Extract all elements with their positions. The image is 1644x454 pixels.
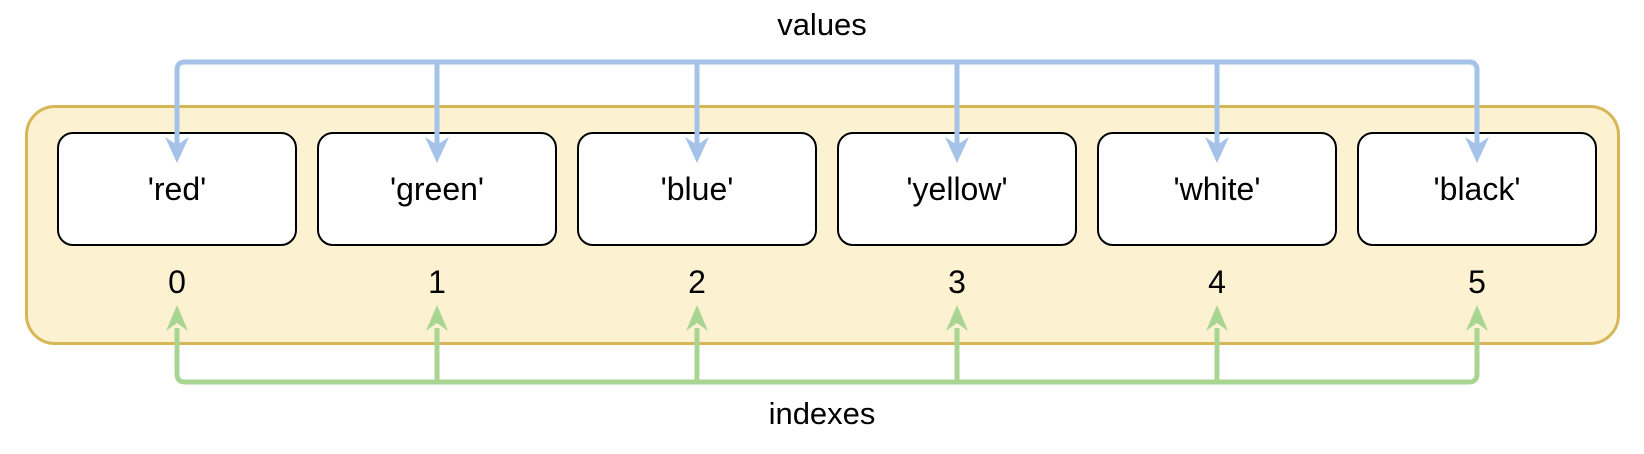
value-box: 'black' bbox=[1357, 132, 1597, 246]
value-box: 'white' bbox=[1097, 132, 1337, 246]
index-label: 0 bbox=[168, 264, 186, 300]
value-box: 'red' bbox=[57, 132, 297, 246]
value-box: 'green' bbox=[317, 132, 557, 246]
values-label: values bbox=[777, 7, 867, 42]
indexes-label: indexes bbox=[768, 396, 876, 431]
value-box: 'blue' bbox=[577, 132, 817, 246]
index-label: 4 bbox=[1208, 264, 1226, 300]
value-box: 'yellow' bbox=[837, 132, 1077, 246]
index-label: 2 bbox=[688, 264, 706, 300]
index-label: 3 bbox=[948, 264, 966, 300]
index-label: 5 bbox=[1468, 264, 1486, 300]
index-label: 1 bbox=[428, 264, 446, 300]
